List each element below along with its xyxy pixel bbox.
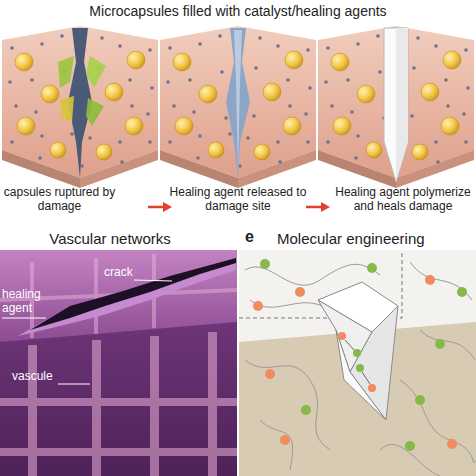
step-caption: Healing agent polymerize and heals damag…: [330, 186, 476, 214]
panel-heading: Vascular networks: [0, 230, 220, 247]
callout-label: healing agent: [2, 288, 54, 316]
panel-box: e Molecular engineering: [239, 226, 476, 476]
callout-label: vascule: [12, 370, 62, 384]
molecular-panel-art: [239, 250, 476, 476]
panel-heading: Microcapsules filled with catalyst/heali…: [0, 3, 476, 19]
microcapsule-panel-art: [0, 0, 476, 226]
panel-box: Vascular networks: [0, 226, 237, 476]
callout-label: crack: [104, 266, 144, 280]
panel-letter: e: [245, 228, 265, 246]
step-caption: Healing agent released to damage site: [168, 186, 308, 214]
panel-heading: Molecular engineering: [277, 230, 472, 247]
step-caption: capsules ruptured by damage: [2, 186, 117, 214]
vascular-panel-art: [0, 250, 237, 476]
